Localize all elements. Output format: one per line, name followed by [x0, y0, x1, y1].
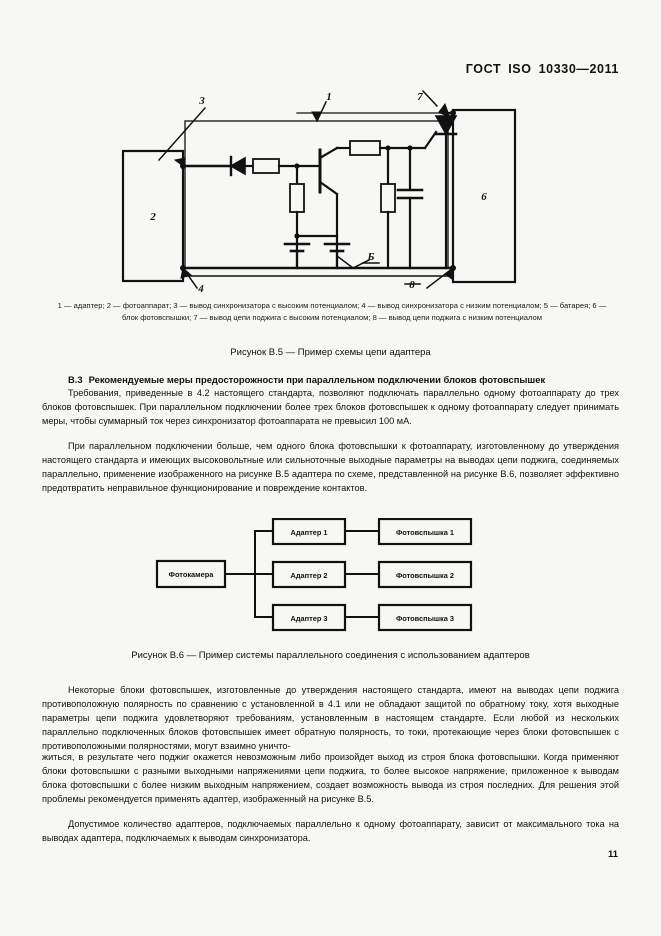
callout-5: Б: [367, 251, 375, 263]
callout-6: 6: [481, 191, 487, 203]
flash-label-2: Фотовспышка 2: [396, 571, 454, 580]
callout-3: 3: [198, 95, 205, 107]
adapter-outline: [184, 120, 449, 269]
section-title: Рекомендуемые меры предосторожности при …: [88, 374, 546, 385]
leader-3: [157, 106, 207, 162]
leader-7: [421, 89, 439, 108]
figure-b5-legend: 1 — адаптер; 2 — фотоаппарат; 3 — вывод …: [57, 301, 607, 323]
flash-box-3: [377, 603, 473, 632]
transistor-collector: [318, 146, 339, 160]
flash-label-3: Фотовспышка 3: [396, 614, 454, 623]
arrow-3: [173, 157, 186, 167]
callout-4: 4: [197, 283, 204, 293]
wire-gate: [423, 130, 438, 150]
adapter-box-3: [271, 603, 347, 632]
page-number: 11: [607, 849, 618, 860]
camera-box: [155, 559, 227, 589]
arrow-1: [311, 111, 322, 123]
paragraph-5: Допустимое количество адаптеров, подключ…: [42, 819, 619, 843]
paragraph-block-5: Допустимое количество адаптеров, подключ…: [42, 818, 619, 846]
callout-1: 1: [326, 91, 332, 103]
flash-box-1: [377, 518, 473, 546]
terminal-7-dot: [450, 110, 456, 116]
resistor-r3: [349, 140, 381, 156]
flash-block: [451, 108, 517, 284]
resistor-r4: [380, 183, 396, 213]
paragraph-3: Некоторые блоки фотовспышек, изготовленн…: [42, 685, 619, 751]
paragraph-4: житься, в результате чего поджиг окажетс…: [42, 752, 619, 804]
paragraph-block-3: Некоторые блоки фотовспышек, изготовленн…: [42, 684, 619, 754]
paragraph-1: Требования, приведенные в 4.2 настоящего…: [42, 388, 619, 426]
figure-b5-circuit: 3 1 7 4 8 2 6 Б: [105, 88, 555, 293]
section-heading: В.3 Рекомендуемые меры предосторожности п…: [68, 373, 608, 387]
arrow-4: [180, 267, 193, 279]
figure-b6-caption: Рисунок В.6 — Пример системы параллельно…: [131, 650, 530, 661]
leader-5: [335, 254, 371, 269]
block-diagram-svg: Фотокамера Адаптер 1 Адаптер 2 Адаптер 3…: [155, 518, 473, 632]
header-number: 10330—2011: [538, 62, 619, 76]
adapter-label-3: Адаптер 3: [290, 614, 327, 623]
callout-7: 7: [417, 91, 423, 103]
flash-label-1: Фотовспышка 1: [396, 528, 454, 537]
camera-label: Фотокамера: [169, 570, 215, 579]
figure-b5-caption: Рисунок В.5 — Пример схемы цепи адаптера: [230, 347, 431, 358]
paragraph-block-2: При параллельном подключении больше, чем…: [42, 440, 619, 496]
adapter-label-1: Адаптер 1: [290, 528, 327, 537]
callout-2: 2: [149, 211, 156, 223]
transistor-emitter: [318, 180, 339, 196]
resistor-r1: [252, 158, 280, 174]
paragraph-block-1: Требования, приведенные в 4.2 настоящего…: [42, 387, 619, 429]
paragraph-2: При параллельном подключении больше, чем…: [42, 441, 619, 493]
section-number: В.3: [68, 374, 83, 385]
callout-8: 8: [409, 279, 415, 291]
adapter-box-2: [271, 560, 347, 589]
camera-block: [121, 149, 185, 283]
figure-b6-block-diagram: Фотокамера Адаптер 1 Адаптер 2 Адаптер 3…: [155, 518, 495, 633]
page-header: ГОСТ ISO 10330—2011: [466, 62, 619, 76]
diode-icon: [229, 156, 246, 176]
adapter-label-2: Адаптер 2: [290, 571, 327, 580]
resistor-r2: [289, 183, 305, 213]
flash-box-2: [377, 560, 473, 589]
arrow-8: [444, 266, 454, 280]
circuit-schematic-svg: 3 1 7 4 8 2 6 Б: [121, 89, 517, 293]
arrow-7: [438, 102, 451, 120]
header-standard: ГОСТ: [465, 62, 502, 76]
paragraph-block-4: житься, в результате чего поджиг окажетс…: [42, 751, 619, 807]
header-designation: ISO: [508, 62, 532, 76]
